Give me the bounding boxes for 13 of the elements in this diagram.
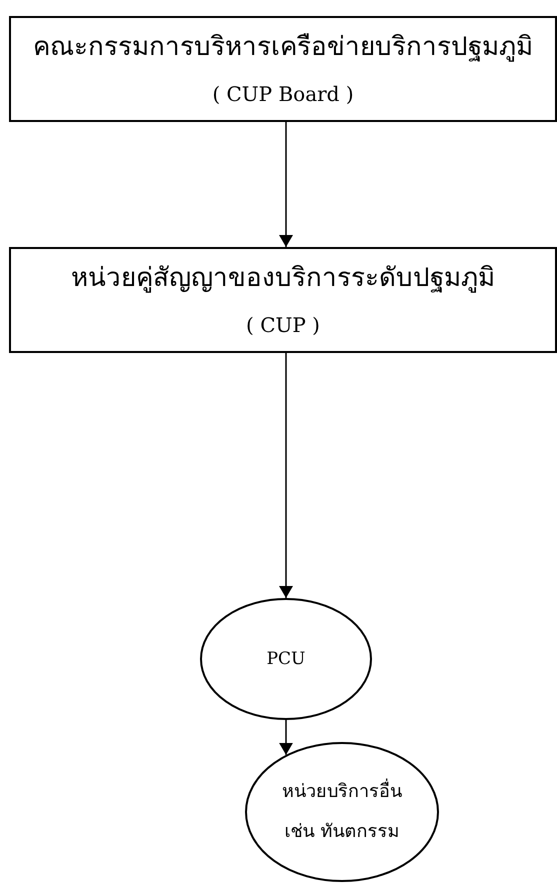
node-title: หน่วยคู่สัญญาของบริการระดับปฐมภูมิ [71,263,495,295]
node-title: PCU [266,648,306,670]
node-subtitle: ( CUP ) [246,312,320,337]
ellipse-node [245,742,439,882]
process-box [9,16,557,122]
arrow [279,720,293,755]
arrow [279,353,293,598]
node-title: คณะกรรมการบริหารเครือข่ายบริการปฐมภูมิ [33,32,533,64]
ellipse-node [200,598,372,720]
arrow [279,122,293,247]
node-subtitle: ( CUP Board ) [212,82,354,106]
node-title: หน่วยบริการอื่น เช่น ทันตกรรม [267,772,417,852]
process-box [9,247,557,353]
